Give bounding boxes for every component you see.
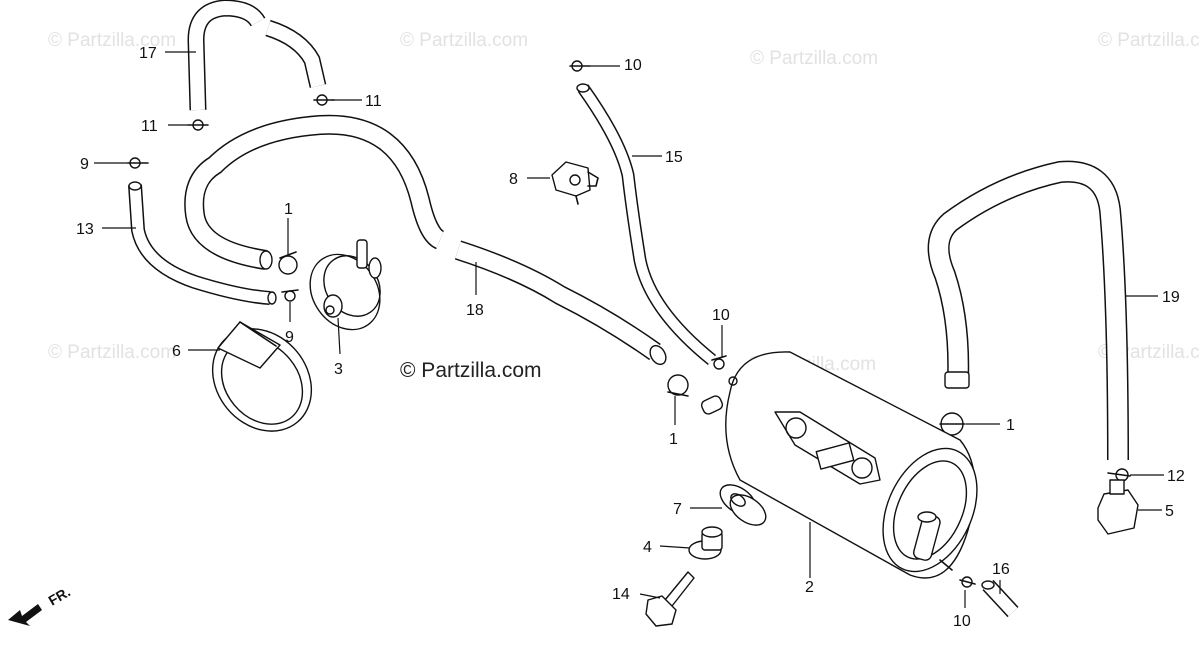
callout-label: 2 — [805, 579, 814, 596]
callout-label: 10 — [953, 613, 971, 630]
center-watermark: © Partzilla.com — [400, 359, 542, 382]
callout-label: 17 — [139, 45, 157, 62]
cap-5 — [1097, 479, 1139, 535]
valve-3 — [309, 239, 382, 331]
band-4 — [211, 321, 313, 432]
hose-15 — [576, 83, 717, 366]
callout-label: 9 — [285, 329, 294, 346]
leader-lines — [94, 51, 1164, 608]
bolt-assembly — [645, 484, 767, 627]
pipe-14 — [981, 579, 1019, 618]
callout-label: 5 — [1165, 503, 1174, 520]
callout-label: 10 — [712, 307, 730, 324]
watermark-text: © Partzilla.com — [400, 30, 528, 51]
callout-label: 13 — [76, 221, 94, 238]
watermark-text: © Partzilla.com — [48, 30, 176, 51]
callout-label: 7 — [673, 501, 682, 518]
callout-label: 9 — [80, 156, 89, 173]
callout-label: 11 — [141, 118, 158, 135]
watermark-text: © Partzilla.com — [1098, 30, 1200, 51]
callout-label: 1 — [1006, 417, 1015, 434]
callout-label: 19 — [1162, 289, 1180, 306]
callout-label: 16 — [992, 561, 1010, 578]
front-arrow-icon: FR. — [8, 583, 73, 626]
callout-label: 15 — [665, 149, 683, 166]
callout-label: 6 — [172, 343, 181, 360]
callout-label: 1 — [284, 201, 293, 218]
callout-label: 1 — [669, 431, 678, 448]
hose-16 — [187, 0, 327, 111]
callout-label: 12 — [1167, 468, 1185, 485]
watermark-text: © Partzilla.com — [48, 342, 176, 363]
watermark-text: © Partzilla.com — [750, 48, 878, 69]
joint-8 — [551, 161, 599, 205]
hose-13 — [128, 181, 277, 305]
hose-18 — [927, 160, 1129, 461]
hose-17 — [184, 114, 667, 366]
callout-label: 3 — [334, 361, 343, 378]
canister-2 — [700, 351, 978, 579]
callouts: 17 11 11 9 13 1 9 6 3 18 8 10 15 10 1 1 … — [76, 45, 1185, 630]
clamps — [127, 60, 1131, 588]
callout-label: 10 — [624, 57, 642, 74]
callout-label: 14 — [612, 586, 630, 603]
callout-label: 11 — [365, 93, 382, 110]
callout-label: 4 — [643, 539, 652, 556]
callout-label: 18 — [466, 302, 484, 319]
callout-label: 8 — [509, 171, 518, 188]
front-arrow-label: FR. — [46, 583, 74, 608]
